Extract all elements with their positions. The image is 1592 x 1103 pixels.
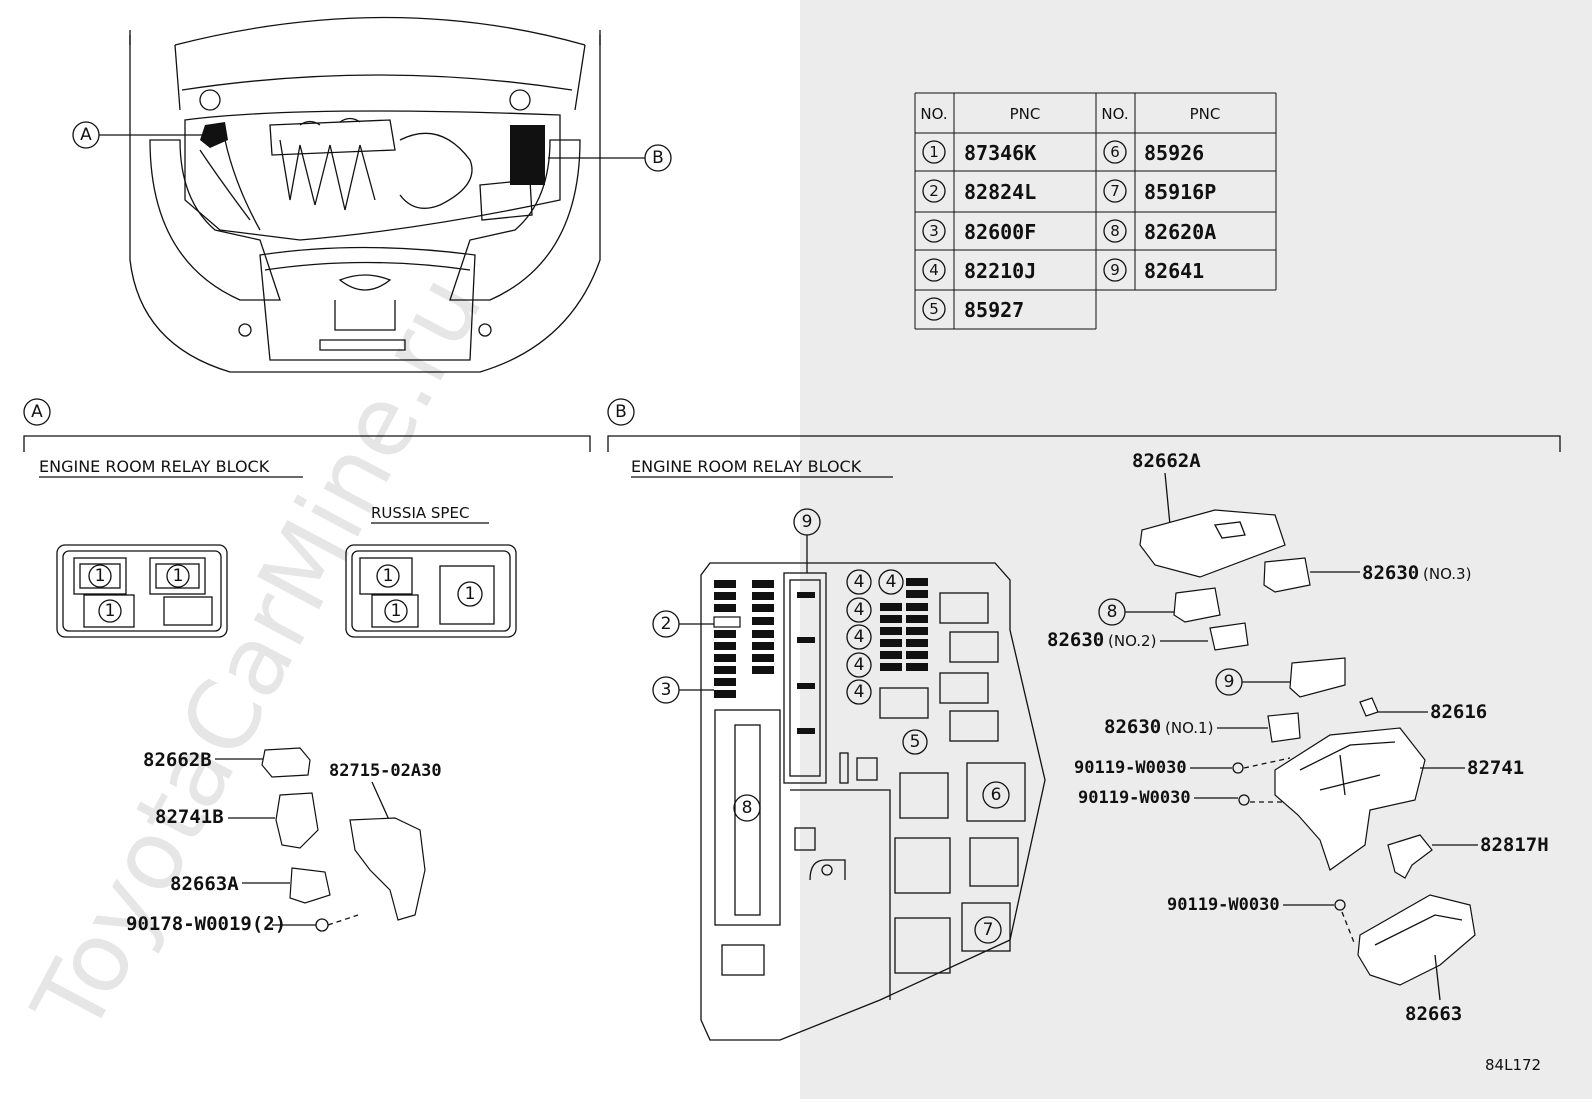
- part-label-90119-c: 90119-W0030: [1167, 895, 1280, 915]
- svg-text:5: 5: [910, 732, 921, 752]
- svg-text:B: B: [652, 148, 664, 168]
- svg-text:(NO.2): (NO.2): [1108, 632, 1156, 650]
- svg-text:4: 4: [854, 655, 865, 675]
- svg-text:9: 9: [1110, 261, 1120, 279]
- svg-text:4: 4: [854, 600, 865, 620]
- svg-text:1: 1: [173, 566, 184, 586]
- svg-text:8: 8: [742, 798, 753, 818]
- table-cell-pnc: 85926: [1144, 141, 1204, 165]
- svg-text:4: 4: [854, 627, 865, 647]
- table-cell-pnc: 82824L: [964, 180, 1036, 204]
- part-label-82616: 82616: [1430, 701, 1487, 723]
- svg-text:1: 1: [465, 584, 476, 604]
- table-cell-pnc: 82641: [1144, 259, 1204, 283]
- relay-no3: [1263, 557, 1311, 593]
- relay-block-part: [275, 792, 319, 849]
- part-label-82630-no3: 82630: [1362, 562, 1419, 584]
- svg-text:A: A: [80, 125, 92, 145]
- svg-text:9: 9: [1224, 672, 1235, 692]
- harness-bracket-part: [349, 817, 426, 921]
- relay-cover-part: [261, 747, 311, 778]
- pnc-table: NO. PNC NO. PNC 1 87346K 2 82824L 3 8260…: [914, 92, 1277, 330]
- svg-text:3: 3: [929, 222, 939, 240]
- svg-text:6: 6: [991, 785, 1002, 805]
- fuse-strip-9-part: [1289, 657, 1346, 698]
- svg-text:7: 7: [1110, 182, 1120, 200]
- relay-slots: [714, 592, 1026, 1000]
- svg-text:8: 8: [1107, 602, 1118, 622]
- part-label-90119-a: 90119-W0030: [1074, 758, 1187, 778]
- part-label-82715: 82715-02A30: [329, 761, 442, 781]
- svg-text:1: 1: [391, 601, 402, 621]
- callout-a-car: A: [72, 121, 205, 149]
- part-label-82817H: 82817H: [1480, 834, 1549, 856]
- russia-spec-label: RUSSIA SPEC: [371, 504, 469, 522]
- table-cell-pnc: 82600F: [964, 220, 1036, 244]
- relay-block-russia-spec: 1 1 1: [345, 544, 517, 638]
- section-b-marker: B: [615, 402, 627, 422]
- table-header-pnc: PNC: [1010, 105, 1041, 123]
- relay-no2: [1209, 622, 1249, 651]
- part-label-82630-no1: 82630: [1104, 716, 1161, 738]
- car-front-illustration: [129, 16, 601, 373]
- svg-text:4: 4: [886, 572, 897, 592]
- table-cell-pnc: 85916P: [1144, 180, 1216, 204]
- svg-text:1: 1: [383, 566, 394, 586]
- svg-text:4: 4: [854, 572, 865, 592]
- svg-text:1: 1: [95, 566, 106, 586]
- part-label-82662B: 82662B: [143, 749, 212, 771]
- fuse-strip-9: [783, 572, 827, 784]
- svg-text:(NO.1): (NO.1): [1165, 719, 1213, 737]
- svg-text:4: 4: [929, 261, 939, 279]
- svg-text:7: 7: [983, 920, 994, 940]
- bracket-82817H: [1387, 834, 1433, 879]
- callout-b-car: B: [548, 144, 672, 172]
- table-cell-pnc: 85927: [964, 298, 1024, 322]
- part-label-82662A: 82662A: [1132, 450, 1201, 472]
- table-header-pnc: PNC: [1190, 105, 1221, 123]
- figure-id: 84L172: [1485, 1056, 1541, 1074]
- relay-no1: [1267, 712, 1301, 743]
- part-label-90119-b: 90119-W0030: [1078, 788, 1191, 808]
- section-b: B ENGINE ROOM RELAY BLOCK: [607, 398, 1561, 1041]
- table-header-no: NO.: [1101, 105, 1128, 123]
- svg-text:(NO.3): (NO.3): [1423, 565, 1471, 583]
- part-label-82663A: 82663A: [170, 873, 239, 895]
- bracket-part: [289, 867, 331, 904]
- part-label-82663: 82663: [1405, 1003, 1462, 1025]
- part-label-82741B: 82741B: [155, 806, 224, 828]
- svg-text:1: 1: [105, 601, 116, 621]
- relay-8: [1173, 587, 1221, 623]
- fuse-array-left: [713, 580, 774, 698]
- svg-text:1: 1: [929, 143, 939, 161]
- part-label-82630-no2: 82630: [1047, 629, 1104, 651]
- part-label-90178: 90178-W0019(2): [126, 913, 286, 935]
- part-label-82741: 82741: [1467, 757, 1524, 779]
- svg-text:4: 4: [854, 682, 865, 702]
- svg-text:2: 2: [929, 182, 939, 200]
- svg-text:8: 8: [1110, 222, 1120, 240]
- relay-block-cover: [1139, 509, 1286, 578]
- section-b-title: ENGINE ROOM RELAY BLOCK: [631, 457, 862, 476]
- svg-text:3: 3: [661, 680, 672, 700]
- table-cell-pnc: 82620A: [1144, 220, 1216, 244]
- section-a-marker: A: [31, 402, 43, 422]
- section-a-title: ENGINE ROOM RELAY BLOCK: [39, 457, 270, 476]
- table-header-no: NO.: [920, 105, 947, 123]
- svg-text:5: 5: [929, 300, 939, 318]
- svg-text:6: 6: [1110, 143, 1120, 161]
- section-a: A ENGINE ROOM RELAY BLOCK 1 1 1 RUSSIA S…: [23, 398, 591, 935]
- relay-block-standard: 1 1 1: [56, 544, 228, 638]
- table-cell-pnc: 87346K: [964, 141, 1036, 165]
- relay-block-outline: [700, 562, 1046, 1041]
- table-cell-pnc: 82210J: [964, 259, 1036, 283]
- svg-text:2: 2: [661, 614, 672, 634]
- fuse-array-right: [880, 578, 928, 671]
- svg-text:9: 9: [802, 512, 813, 532]
